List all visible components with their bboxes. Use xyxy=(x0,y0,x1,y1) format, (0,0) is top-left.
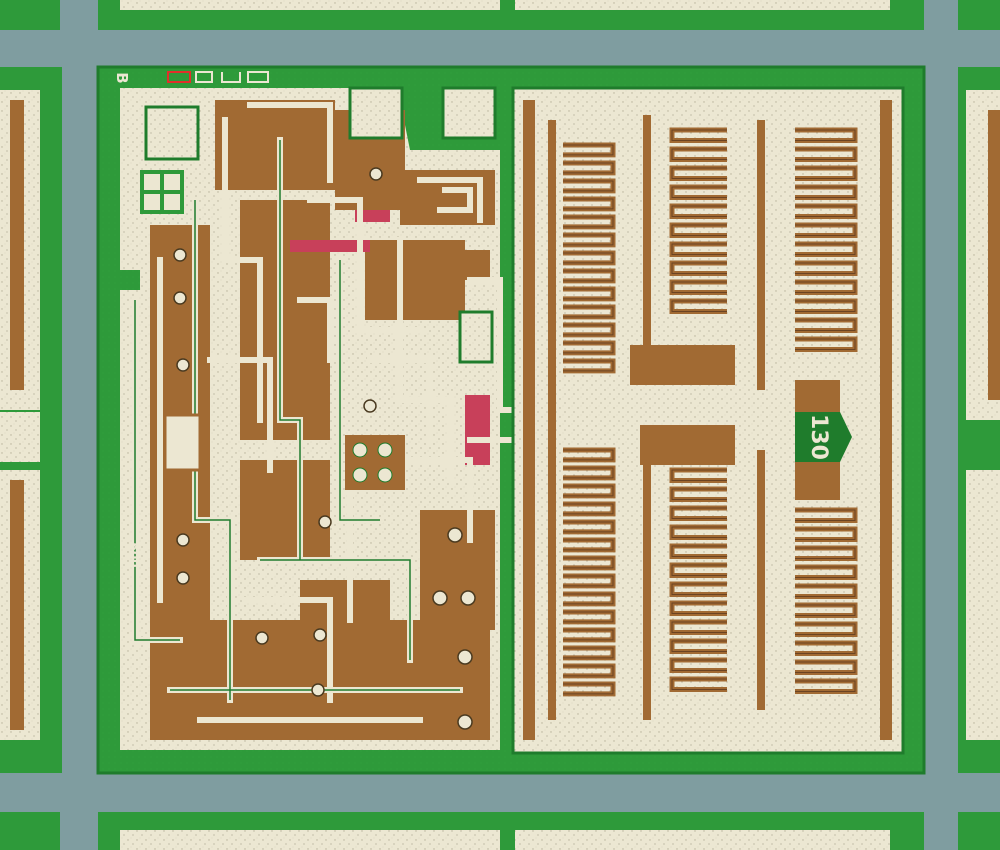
neighbor-die-bottom xyxy=(0,812,1000,850)
comb-finger-outline xyxy=(671,129,727,312)
neighbor-die-top xyxy=(98,0,924,30)
bond-pad xyxy=(458,310,494,364)
bond-pad xyxy=(0,412,40,462)
comb-spine xyxy=(643,430,651,720)
bond-pad xyxy=(144,105,200,161)
neighbor-die-top-right xyxy=(958,0,1000,30)
die-id-label: 130 xyxy=(806,414,831,460)
transistor-combs xyxy=(548,115,858,720)
transistor-array xyxy=(140,170,405,490)
bond-pad xyxy=(441,86,497,140)
comb-finger-outline xyxy=(671,469,727,690)
die-markings: 130 B 600 xyxy=(113,71,852,568)
contact-vias xyxy=(173,167,476,730)
neighbor-die-right xyxy=(958,67,1000,773)
corner-letter-label: B xyxy=(113,72,131,83)
logo-marks xyxy=(167,71,269,83)
pad-code-label: 600 xyxy=(127,542,141,567)
bond-pad xyxy=(348,86,404,140)
comb-finger-outline xyxy=(795,129,856,350)
comb-spine xyxy=(757,120,765,390)
comb-finger-outline xyxy=(563,449,614,695)
comb-spine xyxy=(757,450,765,710)
comb-finger-outline xyxy=(795,509,856,692)
neighbor-die-top-left xyxy=(0,0,60,30)
comb-finger-outline xyxy=(563,144,614,372)
comb-spine xyxy=(643,115,651,365)
comb-spine xyxy=(548,120,556,720)
